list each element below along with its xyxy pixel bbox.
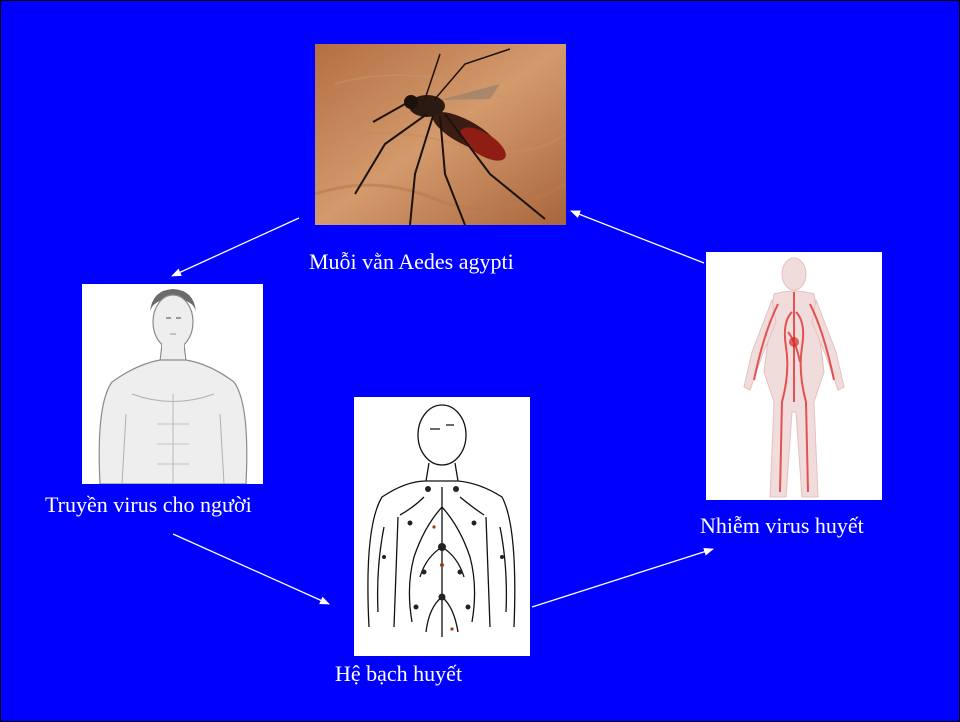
- arrow-human-to-lymph: [173, 534, 329, 604]
- arrow-mosquito-to-human: [172, 218, 299, 276]
- lymph-label: Hệ bạch huyết: [335, 661, 462, 687]
- arrow-viremia-to-mosquito: [571, 211, 704, 263]
- arrow-lymph-to-viremia: [532, 549, 713, 607]
- mosquito-image: [315, 44, 566, 225]
- lymph-image: [354, 397, 530, 656]
- viremia-label: Nhiễm virus huyết: [700, 513, 864, 539]
- viremia-image: [706, 252, 882, 500]
- mosquito-label: Muỗi vằn Aedes agypti: [309, 249, 514, 275]
- human-label: Truyền virus cho người: [45, 492, 252, 518]
- human-image: [82, 284, 263, 484]
